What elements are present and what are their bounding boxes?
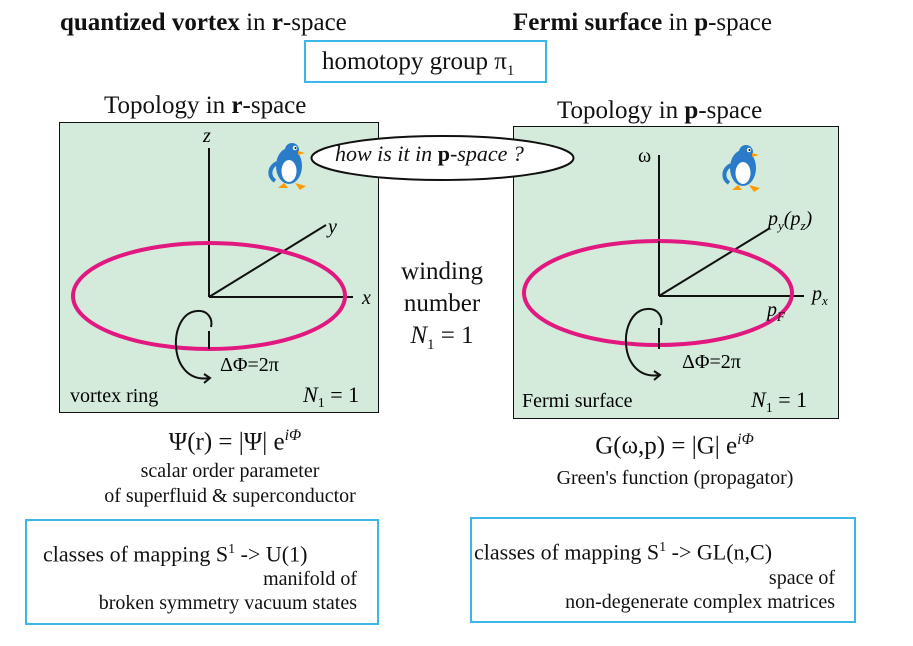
left-formula: Ψ(r) = |Ψ| eiΦ	[168, 427, 302, 456]
right-axis-px-label: px	[810, 283, 828, 308]
question-part1: how is it in	[335, 141, 438, 166]
left-header-middle: in	[239, 9, 272, 36]
left-description-line1: scalar order parameter	[140, 460, 320, 482]
right-panel-heading-prefix: Topology in	[557, 97, 685, 124]
left-delta-phi: ΔΦ=2π	[220, 354, 279, 376]
right-circulation-arrowhead	[653, 370, 662, 381]
left-axis-y-label: y	[326, 216, 337, 238]
winding-label: winding	[401, 258, 483, 285]
question-part2: -space ?	[449, 141, 524, 166]
right-py-axis	[658, 227, 771, 297]
right-panel-diagram: ω py(pz) px pF ΔΦ=2π Fermi surface N1 = …	[522, 145, 828, 416]
winding-number-block: winding number N1 = 1	[381, 256, 503, 361]
right-header-suffix: -space	[708, 9, 772, 36]
number-label: number	[403, 290, 481, 317]
homotopy-box: homotopy group π1	[304, 40, 547, 83]
left-axis-z-label: z	[202, 125, 211, 147]
right-header-p: p	[694, 9, 709, 36]
homotopy-subscript: 1	[506, 63, 515, 79]
left-axis-x-label: x	[361, 287, 371, 309]
left-header-title: quantized vortex in r-space	[60, 8, 347, 38]
left-panel-heading-suffix: -space	[242, 92, 307, 119]
homotopy-label: homotopy group π	[322, 48, 507, 75]
left-topology-panel: z y x ΔΦ=2π vortex ring N1 = 1	[59, 122, 379, 413]
left-y-axis	[208, 224, 327, 298]
question-bold-p: p	[437, 141, 450, 166]
question-bubble	[310, 135, 575, 181]
right-formula: G(ω,p) = |G| eiΦ	[595, 431, 754, 460]
left-panel-heading: Topology in r-space	[104, 91, 306, 121]
winding-n-label: N1 = 1	[410, 322, 474, 353]
right-description-line1: Green's function (propagator)	[556, 467, 794, 489]
right-header-middle: in	[662, 9, 695, 36]
right-mapping-line3: non-degenerate complex matrices	[565, 591, 835, 613]
right-panel-label: Fermi surface	[522, 390, 633, 412]
right-header-title: Fermi surface in p-space	[513, 8, 772, 38]
left-header-suffix: -space	[282, 9, 347, 36]
left-panel-heading-prefix: Topology in	[104, 92, 232, 119]
right-axis-omega-label: ω	[638, 145, 651, 167]
left-mapping-box: classes of mapping S1 -> U(1) manifold o…	[25, 519, 379, 625]
right-topology-panel: ω py(pz) px pF ΔΦ=2π Fermi surface N1 = …	[513, 126, 839, 419]
right-axis-py-label: py(pz)	[766, 208, 813, 233]
right-panel-heading: Topology in p-space	[557, 96, 762, 126]
right-axis-pf-label: pF	[765, 299, 786, 324]
right-mapping-box: classes of mapping S1 -> GL(n,C) space o…	[470, 517, 856, 623]
left-n-label: N1 = 1	[302, 382, 359, 411]
question-text: how is it in p-space ?	[335, 141, 524, 167]
left-circulation-loop	[174, 309, 213, 380]
left-header-bold: quantized vortex	[60, 9, 240, 36]
left-description-line2: of superfluid & superconductor	[104, 485, 356, 507]
left-panel-label: vortex ring	[70, 385, 158, 407]
left-panel-diagram: z y x ΔΦ=2π vortex ring N1 = 1	[70, 125, 371, 411]
right-n-label: N1 = 1	[750, 387, 807, 416]
left-circulation-arrowhead	[203, 373, 212, 384]
right-circulation-loop	[624, 307, 663, 377]
right-delta-phi: ΔΦ=2π	[682, 351, 741, 373]
right-header-bold: Fermi surface	[513, 9, 663, 36]
homotopy-text: homotopy group π1	[322, 47, 514, 86]
right-panel-heading-suffix: -space	[698, 97, 763, 124]
penguin-icon	[722, 145, 760, 192]
left-mapping-line2: manifold of	[263, 568, 357, 590]
left-mapping-line3: broken symmetry vacuum states	[98, 592, 357, 614]
right-panel-heading-p: p	[684, 97, 699, 124]
left-panel-heading-r: r	[231, 92, 243, 119]
penguin-icon	[268, 143, 306, 190]
left-mapping-line1: classes of mapping S1 -> U(1)	[43, 541, 308, 567]
right-mapping-line1: classes of mapping S1 -> GL(n,C)	[474, 539, 773, 565]
left-header-r: r	[271, 9, 283, 36]
right-mapping-line2: space of	[768, 567, 835, 589]
